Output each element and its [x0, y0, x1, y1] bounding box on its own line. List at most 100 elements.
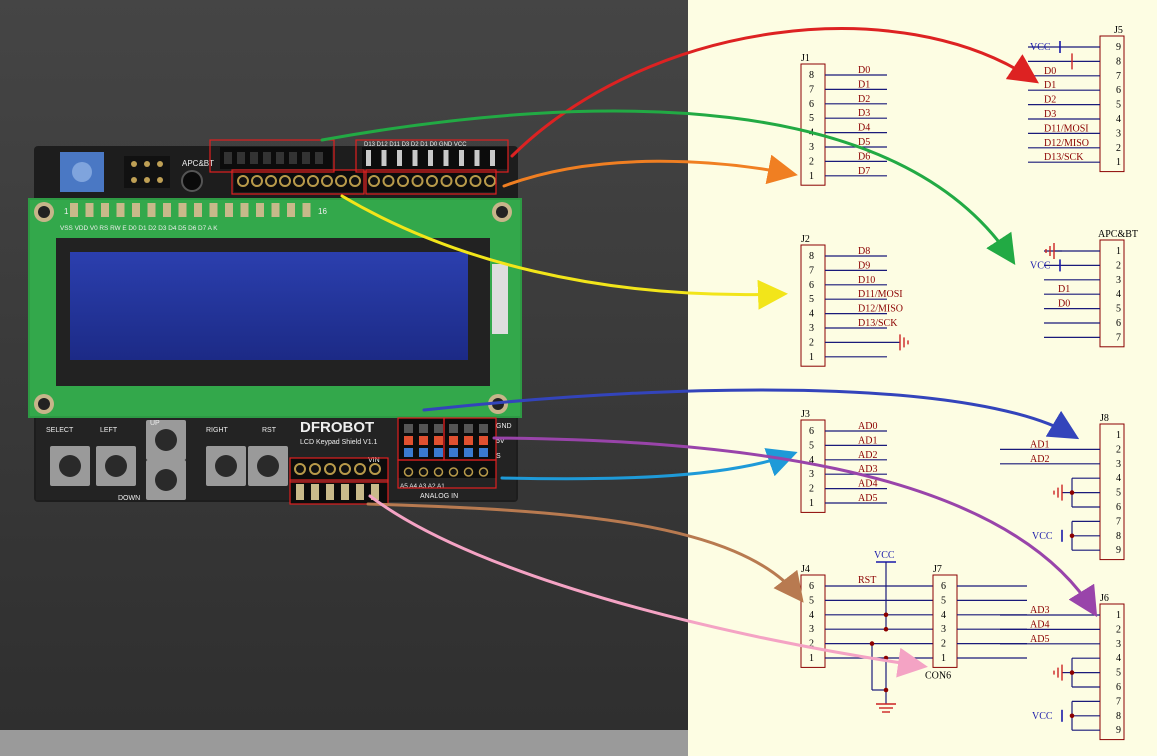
- header-pin: [293, 175, 305, 187]
- junction-dot: [1069, 490, 1075, 495]
- pin-number: 6: [1116, 502, 1121, 513]
- signal-label: D10: [858, 275, 875, 286]
- analog-pin: [419, 436, 428, 445]
- lcd-pin: [178, 203, 187, 217]
- signal-label: D8: [858, 246, 870, 257]
- header-pin: [459, 150, 464, 166]
- pin-number: 1: [1116, 430, 1121, 441]
- signal-label: D5: [858, 137, 870, 148]
- analog-pin: [449, 448, 458, 457]
- power-pin: [324, 463, 336, 475]
- power-label: VIN: [368, 457, 380, 464]
- junction-dot: [883, 687, 889, 693]
- pin-number: 3: [1116, 275, 1121, 286]
- pin-number: 8: [1116, 56, 1121, 67]
- power-pin: [339, 463, 351, 475]
- button-cap-icon: [155, 469, 177, 491]
- lcd-pin: [101, 203, 109, 217]
- pin-number: 6: [809, 280, 814, 291]
- vcc-label: VCC: [1032, 711, 1053, 722]
- header-pin: [335, 175, 347, 187]
- side-label-5v: 5V: [496, 438, 505, 445]
- pin-number: 9: [1116, 545, 1121, 556]
- signal-label: AD0: [858, 421, 877, 432]
- signal-label: AD1: [858, 435, 877, 446]
- analog-pin: [418, 467, 429, 477]
- header-pin: [381, 150, 387, 166]
- analog-pin: [479, 448, 488, 457]
- connector-subtitle: CON6: [925, 670, 951, 681]
- button-label-rst: RST: [262, 427, 277, 434]
- signal-label: AD5: [858, 493, 877, 504]
- header-pin: [289, 152, 297, 164]
- header-pin: [321, 175, 333, 187]
- pin-number: 8: [1116, 531, 1121, 542]
- signal-label: D3: [1044, 109, 1056, 120]
- header-pin: [265, 175, 277, 187]
- button-cap-icon: [155, 429, 177, 451]
- pin-number: 3: [1116, 639, 1121, 650]
- pin-number: 2: [1116, 260, 1121, 271]
- signal-label: D6: [858, 151, 870, 162]
- button-cap-icon: [105, 455, 127, 477]
- header-pin: [490, 150, 495, 166]
- analog-pin: [434, 436, 443, 445]
- header-pin: [397, 175, 409, 187]
- pin-number: 6: [1116, 682, 1121, 693]
- pin-number: 4: [809, 455, 814, 466]
- analog-pin: [419, 448, 428, 457]
- icsp-header-icon: [124, 156, 170, 188]
- lcd-pin: [240, 203, 249, 217]
- vcc-label: VCC: [1032, 531, 1053, 542]
- pin-number: 5: [941, 595, 946, 606]
- signal-label: D7: [858, 166, 870, 177]
- junction-dot: [883, 655, 889, 661]
- header-pin: [428, 150, 433, 166]
- button-cap-icon: [215, 455, 237, 477]
- connector-title: J6: [1100, 593, 1109, 604]
- analog-pin: [433, 467, 444, 477]
- signal-label: AD5: [1030, 634, 1049, 645]
- signal-label: D13/SCK: [858, 318, 898, 329]
- pin-number: 2: [1116, 624, 1121, 635]
- header-pin: [237, 175, 249, 187]
- header-pin: [474, 150, 480, 166]
- power-pin: [356, 484, 364, 500]
- lcd-pin: [116, 203, 125, 217]
- button-label-right: RIGHT: [206, 427, 229, 434]
- pin-number: 6: [1116, 85, 1121, 96]
- pin-number: 4: [809, 309, 814, 320]
- vcc-label: VCC: [1030, 42, 1051, 53]
- connector-title: J4: [801, 564, 810, 575]
- pin-number: 1: [1116, 610, 1121, 621]
- pin-number: 4: [941, 610, 946, 621]
- analog-pin: [464, 448, 473, 457]
- lcd-pin-one-label: 1: [64, 207, 69, 216]
- pin-number: 6: [941, 581, 946, 592]
- button-cap-icon: [257, 455, 279, 477]
- pin-number: 3: [809, 142, 814, 153]
- analog-pin: [419, 424, 428, 433]
- pin-number: 8: [809, 70, 814, 81]
- junction-dot: [883, 626, 889, 632]
- pin-number: 6: [1116, 318, 1121, 329]
- pin-number: 7: [1116, 696, 1121, 707]
- pin-number: 3: [1116, 128, 1121, 139]
- junction-dot: [883, 612, 889, 618]
- analog-pin: [449, 424, 458, 433]
- pin-number: 3: [809, 323, 814, 334]
- pin-number: 3: [809, 469, 814, 480]
- signal-label: D1: [1058, 284, 1070, 295]
- pin-number: 5: [809, 113, 814, 124]
- signal-label: D4: [858, 123, 870, 134]
- connector-j5: J5987654321VCCD0D1D2D3D11/MOSID12/MISOD1…: [1028, 25, 1125, 173]
- pin-number: 6: [809, 99, 814, 110]
- pin-number: 4: [1116, 653, 1121, 664]
- button-cap-icon: [59, 455, 81, 477]
- signal-label: AD2: [858, 450, 877, 461]
- pin-number: 1: [941, 653, 946, 664]
- pin-number: 6: [809, 581, 814, 592]
- header-pin: [263, 152, 271, 164]
- pin-number: 2: [809, 337, 814, 348]
- pin-number: 1: [1116, 246, 1121, 257]
